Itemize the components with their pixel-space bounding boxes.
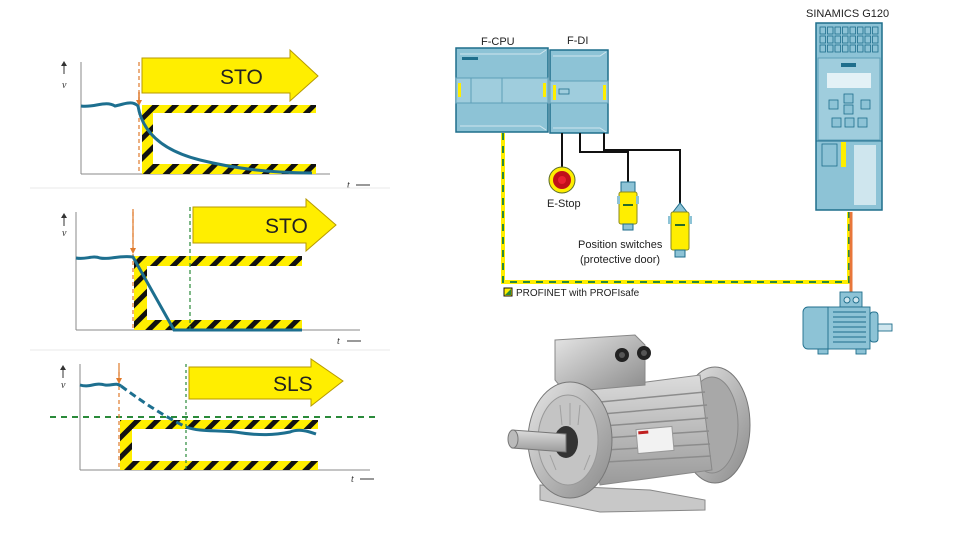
vent-slot [827, 44, 834, 53]
y-axis-label: v [61, 380, 66, 391]
schematic-motor [802, 291, 893, 355]
vent-slot [834, 26, 841, 35]
motor-photo [507, 334, 751, 513]
position-switch-1[interactable] [617, 181, 639, 231]
x-axis-label: t [347, 180, 350, 191]
x-axis-label: t [351, 474, 354, 485]
vent-slot [872, 44, 879, 53]
vent-slot [834, 44, 841, 53]
vent-slot [872, 26, 879, 35]
position-switch-2[interactable] [668, 202, 692, 258]
vent-slot [819, 35, 826, 44]
hazard-frame [134, 256, 302, 330]
function-arrow [141, 48, 319, 103]
fcpu-label: F-CPU [481, 36, 515, 48]
chart-sls: v t SLS [50, 358, 378, 485]
switches-label-line1: Position switches [578, 239, 663, 251]
speed-curve-braking [120, 384, 187, 429]
estop-button[interactable] [548, 166, 576, 194]
vent-slot [872, 35, 879, 44]
y-axis-arrow-icon [60, 365, 66, 378]
y-axis-label: v [62, 80, 67, 91]
vent-slot [864, 44, 871, 53]
speed-curve [185, 425, 317, 437]
sinamics-drive[interactable] [815, 22, 883, 211]
vent-slot [827, 26, 834, 35]
hazard-frame [120, 420, 318, 470]
fdi-module[interactable] [549, 49, 609, 134]
legend-label: PROFINET with PROFIsafe [516, 288, 640, 299]
fcpu-module[interactable] [455, 47, 549, 133]
vent-slot [842, 26, 849, 35]
function-label: STO [220, 66, 263, 89]
vent-slot [857, 44, 864, 53]
y-axis-label: v [62, 228, 67, 239]
y-axis-arrow-icon [61, 213, 67, 226]
vent-slot [827, 35, 834, 44]
function-arrow [192, 197, 337, 253]
chart-sto-ramp: v t STO [61, 197, 361, 347]
function-label: SLS [273, 373, 313, 396]
vent-slot [819, 44, 826, 53]
function-arrow [188, 358, 344, 408]
vent-slot [857, 26, 864, 35]
vent-slot [864, 35, 871, 44]
speed-curve [75, 255, 302, 332]
chart-sto-coast: v t STO [61, 48, 370, 191]
vent-slot [819, 26, 826, 35]
y-axis-arrow-icon [61, 61, 67, 74]
io-wiring [561, 133, 681, 205]
function-label: STO [265, 215, 308, 238]
vent-slot [849, 26, 856, 35]
drive-label: SINAMICS G120 [806, 8, 889, 20]
legend: PROFINET with PROFIsafe [503, 287, 640, 299]
vent-slot [864, 26, 871, 35]
hazard-frame [142, 105, 316, 174]
vent-slot [849, 44, 856, 53]
vent-slot [842, 35, 849, 44]
vent-slot [857, 35, 864, 44]
x-axis-label: t [337, 336, 340, 347]
vent-slot [842, 44, 849, 53]
vent-slot [834, 35, 841, 44]
switches-label-line2: (protective door) [580, 254, 660, 266]
estop-label: E-Stop [547, 198, 581, 210]
fdi-label: F-DI [567, 35, 588, 47]
speed-curve [80, 101, 313, 175]
profinet-cable [501, 133, 851, 284]
vent-slot [849, 35, 856, 44]
